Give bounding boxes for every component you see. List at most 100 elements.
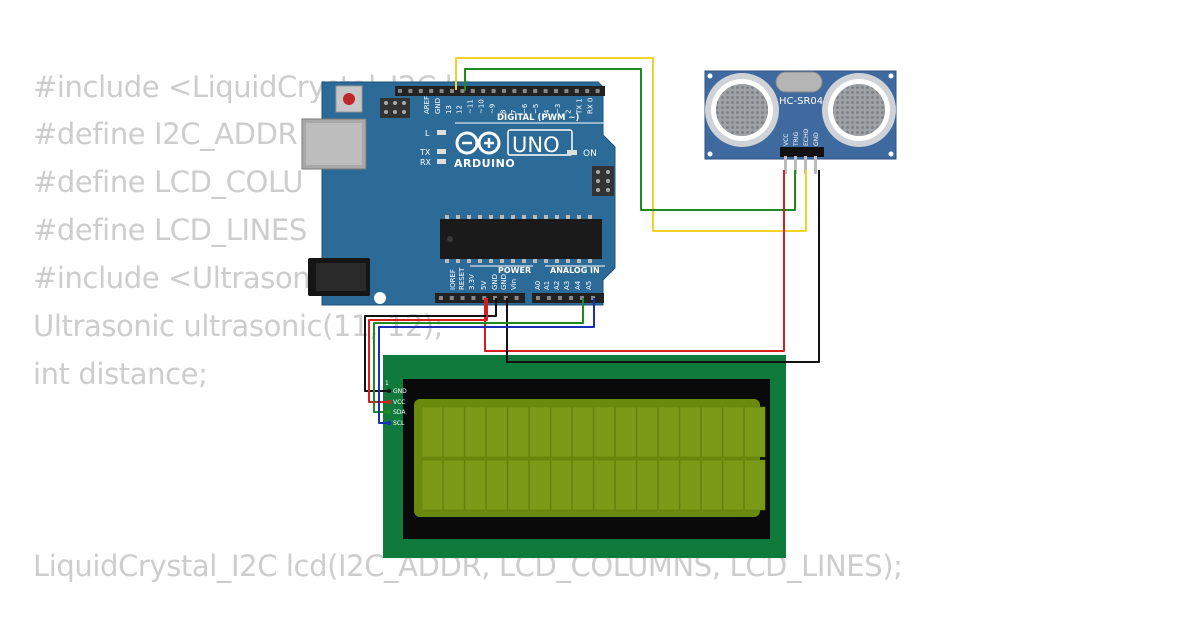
tx-led [437, 149, 446, 154]
uno-label: UNO [512, 133, 560, 157]
code-line-2: #define I2C_ADDR [33, 117, 298, 151]
sensor-pins [784, 156, 817, 174]
digital-pin-label: TX 1 [576, 98, 584, 115]
bottom-pin-label: 3.3V [468, 274, 476, 290]
digital-pin-label: ~5 [532, 104, 540, 114]
l-led [437, 130, 446, 135]
analog-header [532, 293, 604, 303]
power-header [435, 293, 525, 303]
code-line-5: #include <Ultrason [33, 261, 311, 295]
analog-in-label: ANALOG IN [550, 266, 600, 275]
chip-pins [445, 215, 592, 263]
lcd-pin-labels: GND VCC SDA SCL [393, 388, 407, 427]
lcd-1602-i2c[interactable]: 1 GND VCC SDA SCL [383, 355, 786, 558]
sensor-hole-tl [707, 73, 713, 79]
bottom-pin-label: A4 [574, 280, 582, 290]
sensor-pin-label: TRIG [793, 131, 800, 147]
icsp-header-right [592, 166, 614, 196]
digital-header [395, 86, 605, 96]
wires [364, 57, 820, 424]
lcd-pin-label: SDA [393, 409, 406, 416]
digital-header-holes [398, 89, 600, 93]
bottom-pin-label: A5 [585, 281, 593, 290]
digital-label: DIGITAL (PWM ~) [497, 113, 579, 123]
wire-green-sensor[interactable] [464, 68, 796, 211]
digital-pin-label: ~6 [521, 103, 529, 114]
atmega-chip [440, 219, 602, 259]
digital-pin-label: 8 [499, 110, 507, 114]
bottom-pin-label: A3 [563, 281, 571, 290]
arduino-brand-label: ARDUINO [454, 157, 515, 170]
sensor-pin-label: ECHO [803, 129, 810, 146]
sensor-hole-tr [888, 73, 894, 79]
sensor-pin-label: VCC [783, 134, 790, 146]
digital-pin-label: GND [434, 98, 442, 114]
wire-yellow[interactable] [455, 57, 807, 232]
lcd-character-cells [421, 406, 766, 511]
tx-led-label: TX [419, 148, 431, 157]
sensor-hole-br [888, 151, 894, 157]
lcd-pin1-label: 1 [385, 380, 389, 387]
lcd-pin-label: SCL [393, 420, 405, 427]
mounting-hole [374, 292, 386, 304]
wire-red-lcd[interactable] [368, 298, 488, 403]
digital-pin-label: ~11 [467, 99, 475, 114]
bottom-pin-label: 5V [480, 281, 488, 290]
uno-badge [507, 129, 573, 156]
lcd-pin-label: GND [393, 388, 407, 395]
bottom-header-holes [439, 296, 595, 300]
wire-red-sensor[interactable] [484, 170, 785, 352]
transducer-right [822, 73, 896, 147]
bottom-pin-label: IOREF [449, 269, 457, 290]
digital-pin-label: ~9 [488, 104, 496, 114]
lcd-pin-label: VCC [393, 399, 405, 406]
power-jack-inner [316, 263, 366, 291]
digital-pin-label: AREF [423, 96, 431, 114]
digital-pin-label: 7 [510, 110, 518, 114]
chip-notch [447, 236, 453, 242]
code-line-3: #define LCD_COLU [33, 165, 304, 199]
code-line-7: int distance; [33, 357, 208, 391]
digital-pin-label: 2 [565, 110, 573, 114]
bottom-pin-label: Vin [510, 279, 518, 290]
digital-pin-label: 12 [456, 105, 464, 114]
bottom-pin-label: GND [500, 274, 508, 290]
digital-pin-label: 13 [445, 105, 453, 114]
usb-connector-inner [306, 123, 362, 165]
reset-button-cap [343, 93, 355, 105]
power-label: POWER [498, 266, 531, 275]
wire-black-sensor[interactable] [506, 170, 820, 363]
bottom-pin-label: A1 [543, 281, 551, 290]
on-led [567, 150, 577, 155]
sensor-title: HC-SR04 [779, 96, 823, 107]
rx-led-label: RX [420, 158, 432, 167]
bottom-pin-label: A0 [534, 281, 542, 290]
l-led-label: L [425, 129, 430, 138]
crystal-oscillator [775, 71, 823, 93]
code-line-4: #define LCD_LINES [33, 213, 307, 247]
icsp-header-top [380, 98, 410, 118]
sensor-hole-bl [707, 151, 713, 157]
on-led-label: ON [583, 149, 597, 159]
digital-pin-label: ~10 [478, 99, 486, 114]
bottom-pin-label: GND [491, 274, 499, 290]
bottom-pin-label: A2 [553, 281, 561, 290]
digital-pin-label: 4 [543, 109, 551, 114]
sensor-pin-label: GND [813, 132, 820, 146]
wire-terminals [386, 388, 392, 426]
rx-led [437, 159, 446, 164]
sensor-header [780, 147, 824, 157]
digital-pin-label: RX 0 [587, 98, 595, 114]
arduino-logo [455, 131, 501, 155]
code-line-6: Ultrasonic ultrasonic(11, 12); [33, 309, 444, 343]
digital-pin-label: ~3 [554, 104, 562, 114]
bottom-pin-label: RESET [458, 267, 466, 290]
transducer-left [705, 73, 779, 147]
wire-blue-lcd[interactable] [378, 298, 595, 424]
